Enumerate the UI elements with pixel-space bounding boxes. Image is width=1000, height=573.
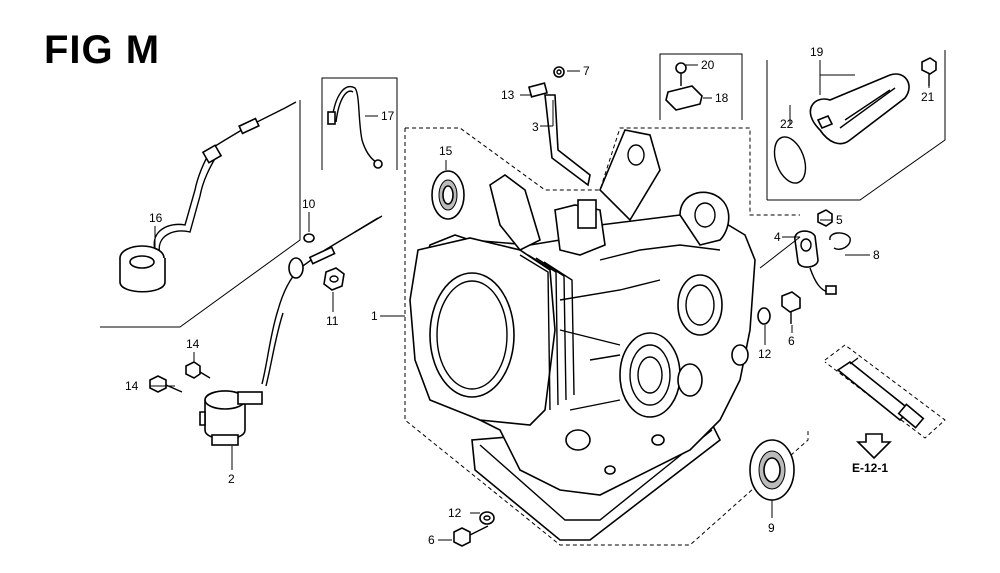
label-10: 10 [302,197,316,211]
reference-shaft [824,344,946,460]
parts-10-11-fasteners [303,233,345,291]
parts-18-20 [665,62,703,111]
label-18: 18 [715,91,729,105]
label-12-right: 12 [758,347,772,361]
label-6-right: 6 [788,334,795,348]
label-14-top: 14 [186,337,200,351]
parts-4-5-8-sensor [794,209,851,295]
parts-19-21-22-dipstick [773,57,937,184]
label-3: 3 [532,120,539,134]
label-20: 20 [701,58,715,72]
label-1: 1 [371,309,378,323]
label-14-left: 14 [125,379,139,393]
label-13: 13 [501,88,515,102]
parts-14-bolts [149,361,211,393]
label-15: 15 [439,144,453,158]
label-21: 21 [921,90,935,104]
part-2-switch [199,215,383,446]
label-11: 11 [326,314,339,328]
part-16-cable-clamp [119,101,297,293]
group-box-lines [100,50,946,546]
part-9-oil-seal [749,439,795,501]
label-5: 5 [836,213,843,227]
label-2: 2 [228,472,235,486]
parts-6-12-bottom [453,511,495,547]
label-4: 4 [774,230,781,244]
label-9: 9 [768,521,775,535]
part-labels: 1 2 3 4 5 6 6 7 8 9 10 11 12 12 13 14 14… [125,45,935,547]
label-8: 8 [873,248,880,262]
label-16: 16 [149,211,163,225]
fig-title: FIG M [44,28,161,72]
part-1-crankcase [409,129,756,541]
part-15-oil-seal [431,170,465,220]
label-12-bottom: 12 [448,506,462,520]
reference-label: E-12-1 [852,461,888,475]
label-22: 22 [780,117,794,131]
leader-lines [150,60,930,541]
label-17: 17 [381,109,395,123]
label-7: 7 [583,64,590,78]
part-17-wire [327,85,383,169]
label-6-bottom: 6 [428,533,435,547]
part-3-lever [527,66,591,187]
parts-6-12-right [757,291,801,325]
label-19: 19 [810,45,824,59]
